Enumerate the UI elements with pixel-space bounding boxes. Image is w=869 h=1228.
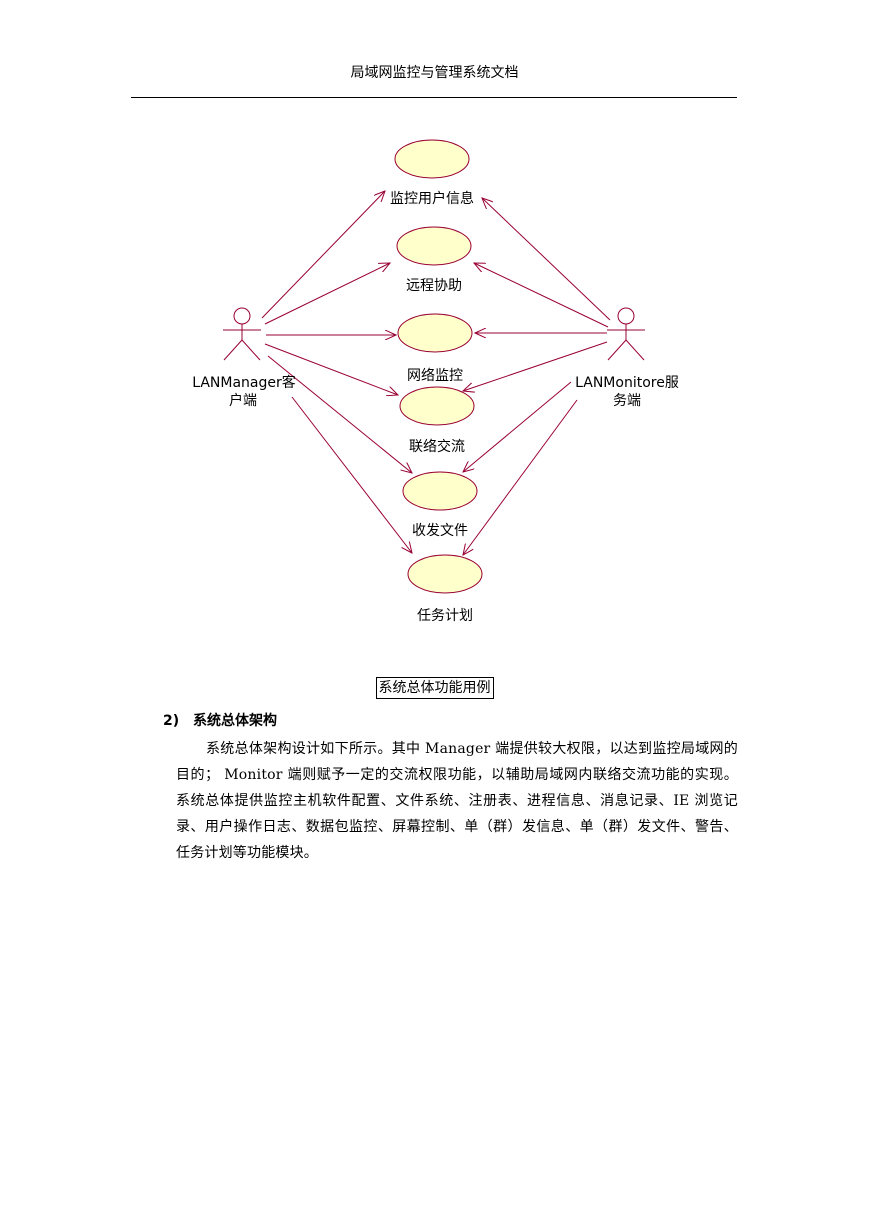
actor-manager-label-line2: 户端 [229,392,257,409]
actor-manager-label-line1: LANManager客 [192,374,296,391]
association-monitor-task-plan [463,399,578,555]
association-monitor-user-info [482,198,611,321]
use-case-diagram: 监控用户信息 远程协助 网络监控 联络交流 收发文件 任务计划 LANManag… [192,139,679,624]
association-monitor-communication [463,341,608,391]
association-monitor-remote-assist [474,263,609,328]
figure-caption-wrapper: 系统总体功能用例 [0,677,869,699]
association-manager-monitor-user-info [261,191,385,319]
section-body-paragraph: 系统总体架构设计如下所示。其中 Manager 端提供较大权限，以达到监控局域网… [176,741,738,861]
use-case-label-network-monitor: 网络监控 [407,368,463,384]
section-heading: 2) 系统总体架构 [163,710,277,730]
section-number: 2) [163,713,180,729]
use-case-ellipse-file-transfer [402,471,478,511]
page-header-title: 局域网监控与管理系统文档 [350,65,519,81]
actor-manager-figure [223,307,261,361]
actor-monitor-figure [607,307,645,361]
use-case-label-remote-assist: 远程协助 [406,278,462,294]
section-title: 系统总体架构 [193,713,277,729]
use-case-ellipse-communication [399,386,475,426]
use-case-ellipses [394,139,483,594]
use-case-ellipse-remote-assist [396,226,472,266]
actor-monitor-label-line2: 务端 [613,393,641,409]
header-divider [131,97,737,98]
association-lines [261,191,611,555]
use-case-ellipse-network-monitor [397,313,473,353]
use-case-ellipse-task-plan [407,554,483,594]
use-case-label-file-transfer: 收发文件 [412,523,468,539]
association-manager-task-plan [291,396,412,553]
association-manager-remote-assist [264,263,390,325]
use-case-ellipse-monitor-user-info [394,139,470,179]
association-monitor-file-transfer [463,381,572,472]
association-manager-file-transfer [267,355,412,473]
use-case-label-monitor-user-info: 监控用户信息 [390,190,474,207]
use-case-label-communication: 联络交流 [409,438,465,455]
association-manager-communication [264,343,398,395]
actor-monitor-label-line1: LANMonitore服 [575,375,679,391]
figure-caption: 系统总体功能用例 [375,677,494,699]
use-case-label-task-plan: 任务计划 [417,608,473,624]
